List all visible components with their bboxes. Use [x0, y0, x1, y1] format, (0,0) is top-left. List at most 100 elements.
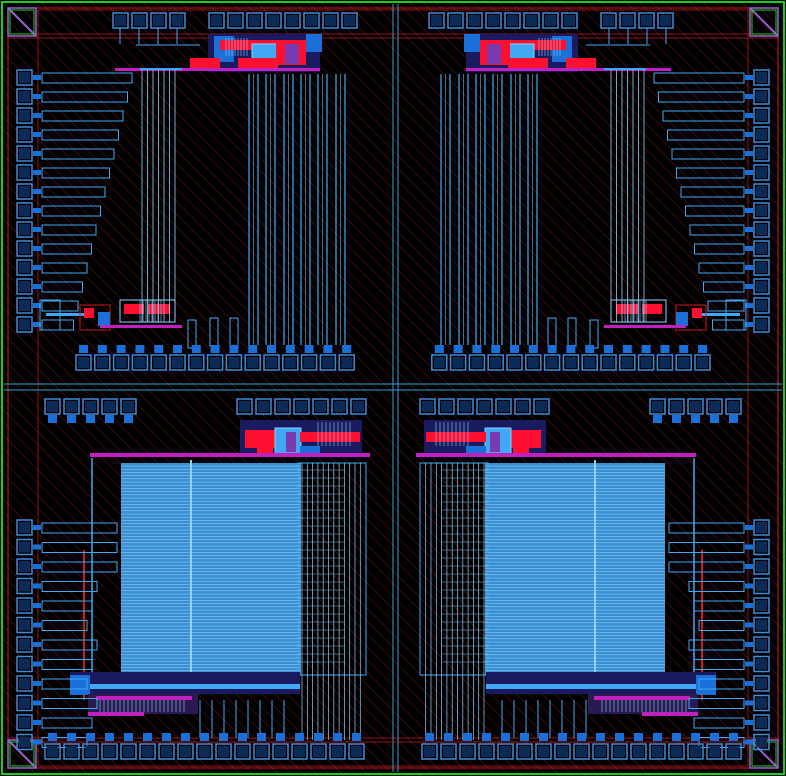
side-pad-route — [653, 72, 745, 84]
corner-diagonal — [7, 739, 37, 769]
sense-bus — [90, 684, 300, 689]
side-pad-route — [41, 148, 115, 160]
bond-pad-core — [452, 357, 464, 368]
bond-pad — [753, 675, 770, 692]
bond-pad — [668, 743, 685, 760]
corner-frame — [7, 7, 37, 37]
pad-via-block — [710, 733, 719, 741]
bond-pad-core — [709, 746, 720, 757]
side-pad-route — [698, 262, 745, 274]
pad-via-block — [33, 525, 41, 530]
bond-pad — [120, 398, 137, 415]
bond-pad — [16, 297, 33, 314]
bond-pad — [303, 12, 320, 29]
bond-pad — [543, 354, 561, 371]
esd-poly — [84, 308, 94, 318]
supply-rail-array — [416, 453, 696, 457]
side-pad-route — [41, 129, 119, 141]
pad-via-block — [501, 733, 510, 741]
quadrant-top-left — [16, 12, 358, 371]
bond-pad-core — [527, 357, 539, 368]
bond-pad-core — [104, 746, 115, 757]
bond-pad-core — [211, 15, 222, 26]
bond-pad-core — [19, 224, 30, 235]
bond-pad-core — [19, 300, 30, 311]
bond-pad — [581, 354, 598, 371]
pad-via-block — [745, 151, 753, 156]
io-driver-diff — [286, 432, 296, 452]
bond-pad-core — [603, 357, 614, 368]
bond-pad-core — [640, 357, 652, 368]
memory-array — [485, 463, 665, 675]
supply-rail-array — [90, 453, 370, 457]
side-pad-route — [668, 522, 745, 534]
bond-pad — [300, 354, 318, 371]
pad-via-block — [257, 733, 266, 741]
bond-pad-core — [313, 746, 324, 757]
side-pad-route — [41, 561, 118, 573]
bond-pad — [753, 164, 770, 181]
corner-marker-tr — [749, 7, 779, 37]
bond-pad-core — [230, 15, 241, 26]
io-driver-poly-3 — [238, 58, 278, 70]
io-driver-poly-4 — [190, 58, 220, 68]
pad-via-block — [745, 113, 753, 118]
side-pad-route — [41, 91, 128, 103]
side-pad-route — [671, 148, 745, 160]
pad-via-block — [33, 322, 41, 327]
quadrant-bottom-left — [16, 398, 370, 760]
bond-pad — [139, 743, 156, 760]
bond-pad-core — [441, 401, 452, 412]
pad-via-block — [745, 739, 753, 745]
bond-pad — [687, 398, 704, 415]
pad-via-block — [622, 345, 632, 353]
bond-pad — [293, 398, 310, 415]
bond-pad — [419, 398, 436, 415]
pad-via-block — [86, 733, 95, 741]
side-pad-route — [41, 224, 97, 236]
bond-pad — [687, 743, 704, 760]
bond-pad-core — [19, 639, 30, 650]
corner-frame — [749, 7, 779, 37]
pad-via-block — [729, 733, 738, 741]
bond-pad-core — [536, 401, 547, 412]
bond-pad — [16, 636, 33, 653]
bond-pad-core — [172, 15, 183, 26]
supply-rail-local — [604, 325, 686, 328]
bond-pad-core — [697, 357, 708, 368]
pad-via-block — [745, 284, 753, 289]
bond-pad — [16, 278, 33, 295]
bond-pad — [16, 69, 33, 86]
bond-pad — [753, 240, 770, 257]
pad-via-block — [745, 583, 753, 589]
side-pad-route — [685, 205, 745, 217]
bond-pad — [263, 354, 280, 371]
pad-via-block — [33, 246, 41, 251]
bond-pad — [753, 107, 770, 124]
bond-pad — [753, 733, 770, 751]
bond-pad — [447, 12, 464, 29]
pad-via-block — [33, 739, 41, 745]
bond-pad-core — [218, 746, 229, 757]
pad-via-block — [124, 415, 133, 423]
bond-pad — [706, 743, 723, 760]
bond-pad — [131, 354, 149, 371]
pad-via-block — [745, 622, 753, 628]
pad-via-block — [86, 415, 95, 423]
bond-pad — [16, 126, 33, 143]
bond-pad — [44, 743, 61, 760]
pad-via-block — [585, 345, 595, 353]
bias-poly-2 — [148, 304, 170, 314]
bond-pad-core — [728, 746, 739, 757]
pad-via-block — [558, 733, 567, 741]
bond-pad-core — [431, 15, 442, 26]
io-driver-via-2 — [306, 34, 322, 52]
quadrant-bottom-right — [416, 398, 770, 760]
bond-pad — [101, 398, 118, 415]
pad-via-block — [745, 525, 753, 530]
bond-pad — [16, 558, 33, 575]
bond-pad — [16, 221, 33, 238]
pad-via-block — [33, 681, 41, 686]
bond-pad-core — [728, 401, 739, 412]
bond-pad — [753, 655, 770, 673]
